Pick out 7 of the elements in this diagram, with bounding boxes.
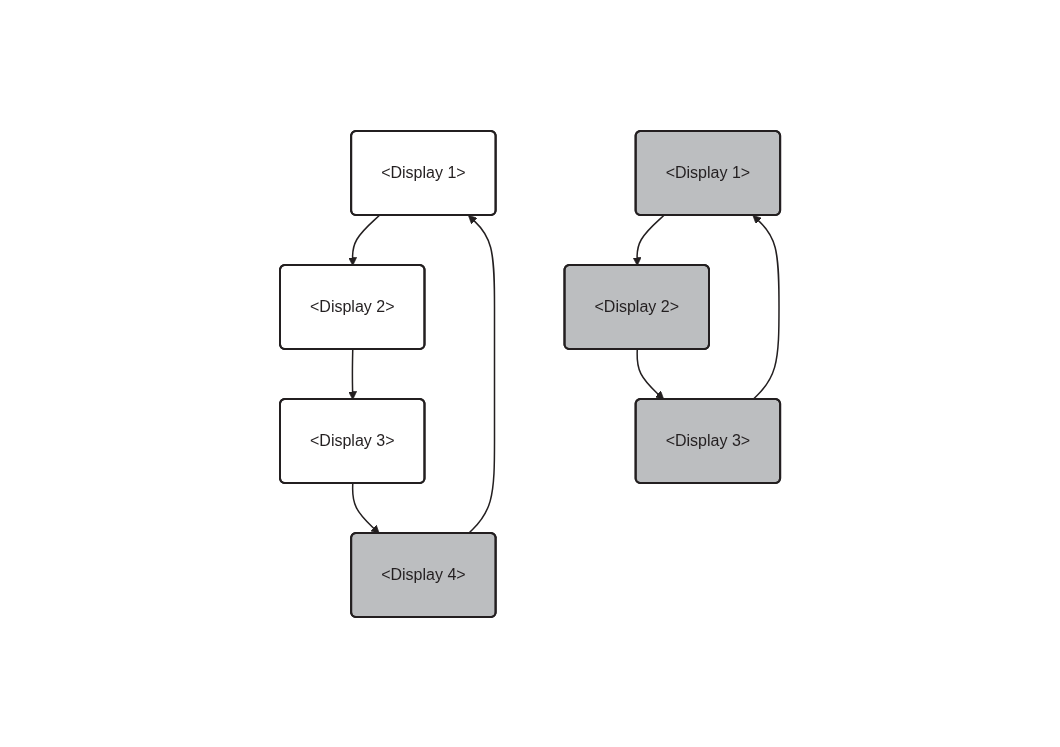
arrow <box>752 214 780 400</box>
arrow <box>348 214 380 266</box>
arrow <box>636 348 665 400</box>
arrow <box>348 348 357 400</box>
arrow <box>351 482 380 534</box>
arrow <box>632 214 665 266</box>
arrow <box>467 214 496 534</box>
